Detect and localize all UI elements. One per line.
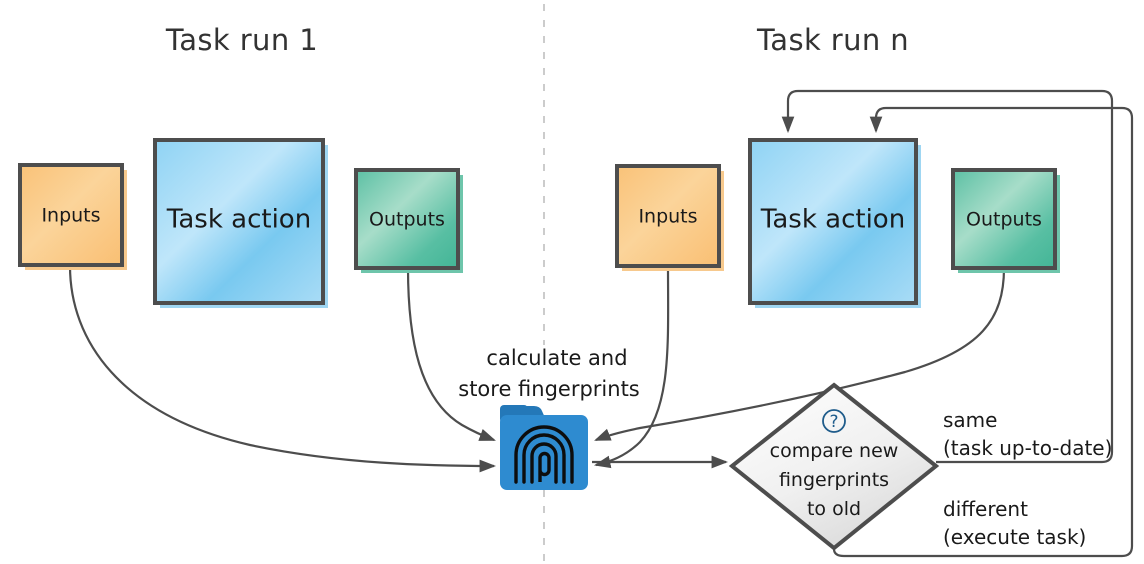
edge-different-feedback: [832, 106, 1134, 558]
node-inputs-left[interactable]: [18, 163, 124, 267]
question-mark-icon: [822, 409, 846, 433]
node-task-action-right-label: Task action: [760, 205, 905, 235]
branch-sublabel-same: (task up-to-date): [943, 436, 1112, 460]
fingerprint-folder-icon[interactable]: [500, 405, 588, 490]
node-inputs-right[interactable]: [615, 164, 721, 268]
decision-line-2: fingerprints: [779, 469, 889, 491]
node-inputs-right-label: Inputs: [638, 206, 697, 228]
title-task-run-1: Task run 1: [165, 23, 318, 57]
edge-same-feedback: [781, 89, 1114, 464]
decision-line-3: to old: [807, 498, 861, 520]
decision-compare-fingerprints[interactable]: [728, 382, 940, 551]
edge-outputs-right-to-store: [594, 267, 1006, 442]
branch-sublabel-different: (execute task): [943, 525, 1086, 549]
node-outputs-right[interactable]: [951, 168, 1057, 270]
node-outputs-left[interactable]: [354, 168, 460, 270]
branch-label-different: different: [943, 497, 1028, 521]
edge-inputs-left-to-store: [68, 265, 497, 473]
edge-outputs-left-to-store: [406, 267, 496, 442]
fingerprint-glyph: [514, 425, 574, 484]
node-outputs-left-label: Outputs: [369, 209, 445, 231]
node-task-action-left-label: Task action: [166, 205, 311, 235]
node-task-action-right[interactable]: [748, 138, 918, 305]
node-outputs-right-label: Outputs: [966, 209, 1042, 231]
node-inputs-left-label: Inputs: [41, 205, 100, 227]
branch-label-same: same: [943, 408, 997, 432]
question-mark-glyph: ?: [829, 412, 838, 432]
node-task-action-left[interactable]: [153, 138, 325, 305]
decision-line-1: compare new: [770, 440, 899, 462]
title-task-run-n: Task run n: [756, 23, 909, 57]
store-note-line-1: calculate and: [486, 346, 627, 370]
store-note-line-2: store fingerprints: [458, 377, 640, 401]
